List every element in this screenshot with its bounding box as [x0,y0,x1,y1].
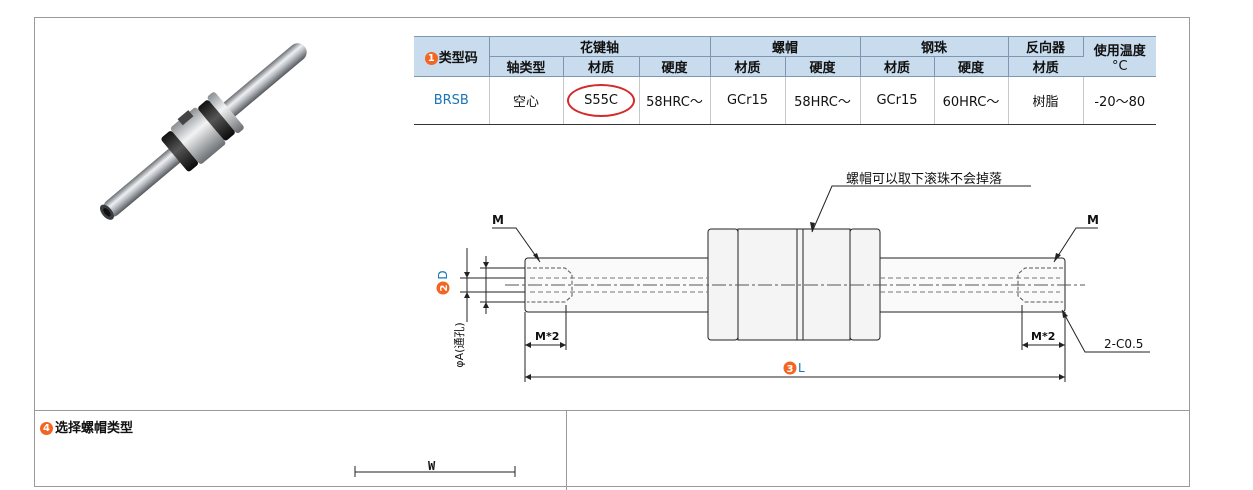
spline-shaft-header: 花键轴 [489,36,711,57]
shaft-hardness-header: 硬度 [639,56,711,77]
shaft-material-header: 材质 [563,56,640,77]
shaft-type-header: 轴类型 [489,56,564,77]
ball-hardness-header: 硬度 [934,56,1009,77]
technical-drawing: 螺帽可以取下滚珠不会掉落 M M 2 D φA(通孔) M*2 M*2 2-C0… [436,171,1150,382]
svg-text:2: 2 [439,284,450,291]
nut-header: 螺帽 [710,36,861,57]
d-label: D [436,270,450,279]
reverser-header: 反向器 [1008,36,1084,57]
shaft-material-cell: S55C [563,76,640,125]
column-divider [566,410,567,490]
nut-material-cell: GCr15 [710,76,786,125]
section-divider [34,410,1190,411]
step-2-badge [436,281,450,295]
steel-ball-header: 钢珠 [860,36,1009,57]
w-dimension [354,466,516,477]
phi-a-label: φA(通孔) [453,322,466,367]
ball-material-cell: GCr15 [860,76,935,125]
ball-hardness-cell: 60HRC～ [934,76,1009,125]
ball-material-header: 材质 [860,56,935,77]
m-label-right: M [1087,213,1099,227]
nut-note: 螺帽可以取下滚珠不会掉落 [846,171,1002,187]
type-code-cell: BRSB [414,76,490,125]
temp-header: 使用温度°C [1083,36,1156,77]
table-row: BRSB 空心 S55C 58HRC～ GCr15 58HRC～ GCr15 6… [414,76,1156,125]
highlighted-material: S55C [567,84,635,117]
l-label: L [798,361,805,375]
nut-material-header: 材质 [710,56,786,77]
product-photo [100,43,307,220]
nut-hardness-cell: 58HRC～ [785,76,861,125]
m2-label-left: M*2 [535,330,559,343]
step-4-badge: 4 [40,422,53,435]
temp-range-cell: -20～80 [1083,76,1156,125]
reverser-material-cell: 树脂 [1008,76,1084,125]
m-label-left: M [492,213,504,227]
step-1-badge: 1 [424,52,438,65]
shaft-type-cell: 空心 [489,76,564,125]
chamfer-label: 2-C0.5 [1104,337,1143,351]
svg-text:3: 3 [787,364,794,375]
nut-hardness-header: 硬度 [785,56,861,77]
shaft-hardness-cell: 58HRC～ [639,76,711,125]
m2-label-right: M*2 [1031,330,1055,343]
w-label: W [428,459,436,473]
step-3-badge [783,361,797,375]
reverser-material-header: 材质 [1008,56,1083,77]
